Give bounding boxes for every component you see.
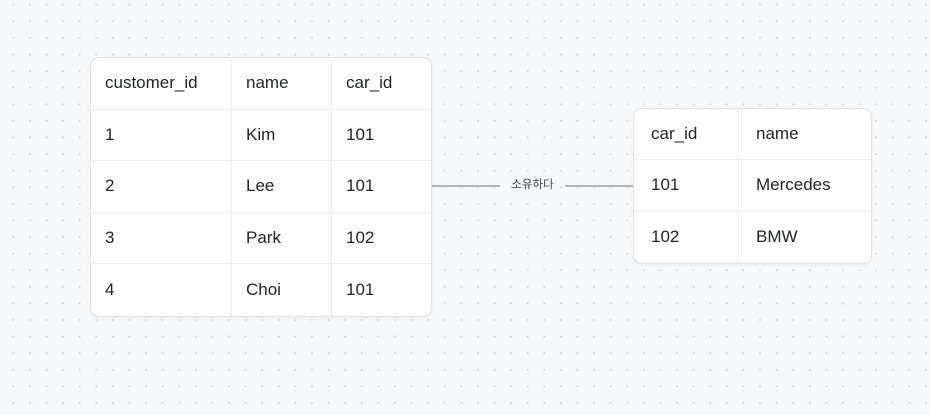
car-table-cell: 101 [634, 160, 739, 212]
relation-line-right [564, 184, 634, 187]
car-table[interactable]: car_id name 101 Mercedes 102 BMW [633, 108, 872, 264]
car-table-header-name: name [739, 109, 871, 161]
customer-table-cell: 1 [91, 109, 232, 162]
customer-table-cell: 3 [91, 212, 232, 265]
car-table-header-car-id: car_id [634, 109, 739, 161]
car-table-cell: BMW [756, 227, 798, 247]
customer-table-cell: 4 [91, 264, 232, 316]
customer-table-cell: Lee [232, 161, 332, 213]
customer-table-cell: 101 [332, 161, 431, 213]
relation-label[interactable]: 소유하다 [511, 178, 554, 191]
relation-line-left [432, 184, 501, 187]
customer-table-header-name: name [232, 58, 332, 110]
customer-table-cell: 102 [332, 213, 431, 265]
customer-table-cell: Park [232, 212, 332, 265]
customer-table-cell: Choi [232, 264, 332, 316]
car-table-cell: 102 [634, 211, 739, 263]
car-table-cell: Mercedes [739, 160, 871, 212]
customer-table-cell: Kim [232, 109, 332, 162]
customer-table[interactable]: customer_id name car_id 1 Kim 101 2 Lee … [90, 57, 432, 317]
customer-table-cell: 2 [91, 161, 232, 213]
relation-connector[interactable]: 소유하다 [432, 177, 634, 194]
customer-table-header-customer-id: customer_id [91, 58, 232, 110]
customer-table-cell: 101 [346, 280, 375, 300]
customer-table-cell: 101 [332, 110, 431, 162]
customer-table-header-car-id: car_id [332, 58, 431, 110]
